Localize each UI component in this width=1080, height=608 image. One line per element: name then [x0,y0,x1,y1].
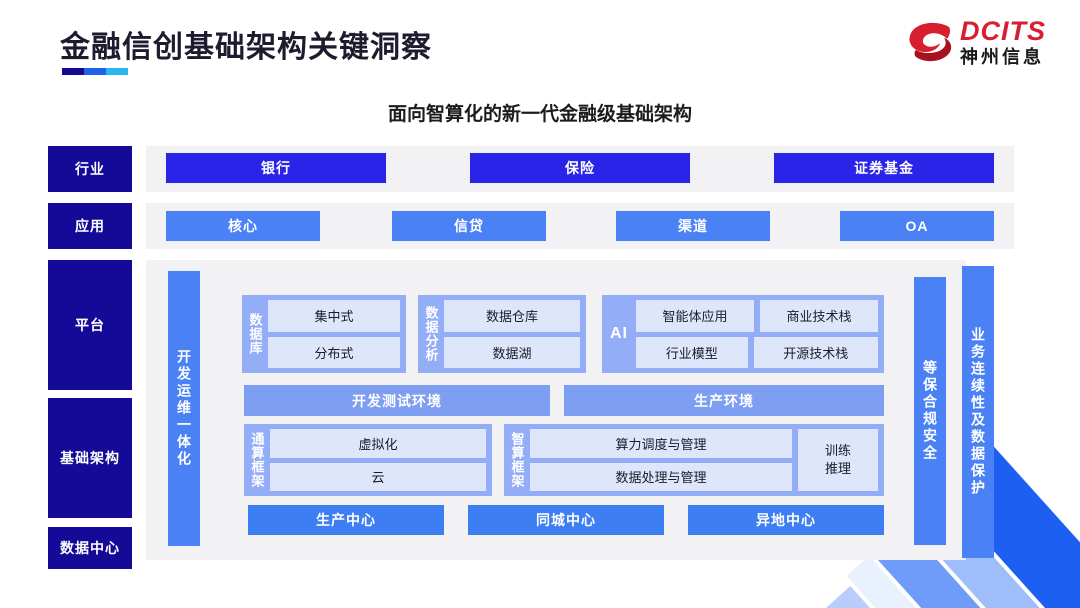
train-label: 训练 [824,443,851,459]
group-row: 虚拟化 [270,429,486,458]
group-ai-items: 智能体应用 商业技术栈 行业模型 开源技术栈 [636,295,884,373]
application-chip-credit[interactable]: 信贷 [392,211,546,241]
group-data-analysis-title: 数据分析 [423,306,439,362]
group-general-compute-items: 虚拟化 云 [270,424,492,496]
item-data-warehouse[interactable]: 数据仓库 [444,300,580,332]
item-cloud[interactable]: 云 [270,462,486,491]
group-row: 数据仓库 [444,300,580,332]
group-row: 智能体应用 商业技术栈 [636,300,878,332]
infer-label: 推理 [824,461,851,476]
side-label-industry: 行业 [48,146,132,192]
title-underline-seg-2 [84,68,106,75]
item-centralized[interactable]: 集中式 [268,300,400,332]
logo-en-text: DCITS [960,16,1046,46]
dcits-swirl-icon [909,22,952,62]
group-row: 算力调度与管理 [530,429,792,458]
right-bar-compliance-security[interactable]: 等保合规安全 [914,277,946,545]
group-row: 数据湖 [444,336,580,368]
item-data-processing[interactable]: 数据处理与管理 [530,462,792,491]
page-title: 金融信创基础架构关键洞察 [60,31,432,64]
diagram-subtitle: 面向智算化的新一代金融级基础架构 [387,104,692,125]
industry-chip-securities-fund[interactable]: 证券基金 [774,153,994,183]
logo-wordmark: DCITS 神州信息 [960,16,1046,67]
group-data-analysis[interactable]: 数据分析 数据仓库 数据湖 [418,295,586,373]
group-database-title: 数据库 [247,313,263,355]
dc-chip-production-center[interactable]: 生产中心 [248,505,444,535]
group-row: 云 [270,462,486,491]
title-underline-seg-3 [106,68,128,75]
group-row: 行业模型 开源技术栈 [636,336,878,368]
application-chip-core[interactable]: 核心 [166,211,320,241]
group-data-analysis-items: 数据仓库 数据湖 [444,295,586,373]
industry-chip-bank[interactable]: 银行 [166,153,386,183]
item-industry-model[interactable]: 行业模型 [636,336,748,368]
item-data-lake[interactable]: 数据湖 [444,336,580,368]
group-ai[interactable]: AI 智能体应用 商业技术栈 行业模型 开源技术栈 [602,295,884,373]
devops-vertical-bar[interactable]: 开发运维一体化 [168,271,200,546]
dc-chip-remote-center[interactable]: 异地中心 [688,505,884,535]
group-intelligent-compute-items: 算力调度与管理 数据处理与管理 [530,424,798,496]
env-bar-dev-test[interactable]: 开发测试环境 [244,385,550,416]
group-ai-title: AI [610,325,628,342]
group-database[interactable]: 数据库 集中式 分布式 [242,295,406,373]
item-train-infer[interactable]: 训练 推理 [798,429,878,491]
group-general-compute-framework[interactable]: 通算框架 虚拟化 云 [244,424,492,496]
side-label-platform: 平台 [48,260,132,390]
env-bar-production[interactable]: 生产环境 [564,385,884,416]
side-label-infrastructure: 基础架构 [48,398,132,518]
group-general-compute-title: 通算框架 [249,432,265,488]
title-underline-seg-1 [62,68,84,75]
group-row: 集中式 [268,300,400,332]
dc-chip-metro-center[interactable]: 同城中心 [468,505,664,535]
item-agent-application[interactable]: 智能体应用 [636,300,754,332]
item-opensource-tech-stack[interactable]: 开源技术栈 [753,336,878,368]
industry-chip-insurance[interactable]: 保险 [470,153,690,183]
application-chip-channel[interactable]: 渠道 [616,211,770,241]
application-chip-oa[interactable]: OA [840,211,994,241]
item-compute-scheduling[interactable]: 算力调度与管理 [530,429,792,458]
group-intelligent-compute-title: 智算框架 [509,432,525,488]
side-label-data-center: 数据中心 [48,527,132,569]
item-virtualization[interactable]: 虚拟化 [270,429,486,458]
right-bar-business-continuity[interactable]: 业务连续性及数据保护 [962,266,994,558]
item-commercial-tech-stack[interactable]: 商业技术栈 [760,300,878,332]
brand-logo: DCITS 神州信息 [906,18,1046,66]
item-distributed[interactable]: 分布式 [268,336,400,368]
group-database-items: 集中式 分布式 [268,295,406,373]
group-row: 分布式 [268,336,400,368]
side-label-application: 应用 [48,203,132,249]
logo-cn-text: 神州信息 [960,47,1044,67]
group-intelligent-compute-framework[interactable]: 智算框架 算力调度与管理 数据处理与管理 训练 推理 [504,424,884,496]
title-underline [62,68,128,75]
group-row: 数据处理与管理 [530,462,792,491]
